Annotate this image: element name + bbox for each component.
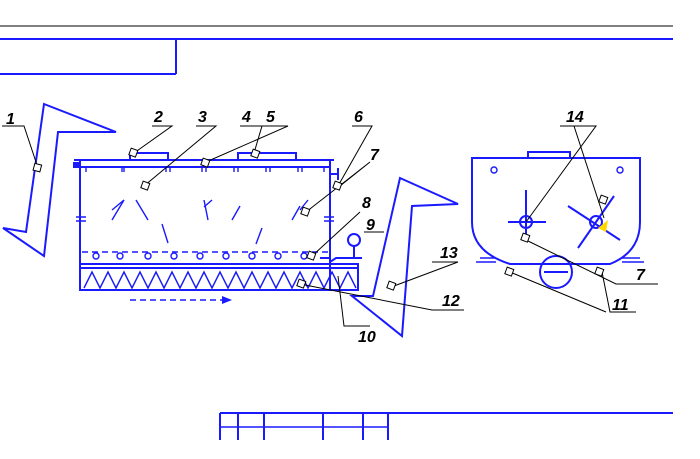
callout-10: 10 bbox=[358, 329, 376, 346]
callout-4: 4 bbox=[241, 109, 251, 126]
callout-labels: 1 2 3 4 5 6 7 8 9 10 12 13 14 7 11 bbox=[6, 109, 646, 346]
leader-lines bbox=[2, 125, 658, 327]
side-section bbox=[471, 151, 644, 289]
callout-7: 7 bbox=[370, 147, 380, 164]
callout-8: 8 bbox=[362, 195, 371, 212]
machine-body bbox=[73, 152, 362, 304]
callout-11: 11 bbox=[612, 297, 629, 314]
callout-1: 1 bbox=[6, 111, 15, 128]
left-elevator bbox=[2, 102, 117, 258]
roller-row bbox=[92, 252, 308, 260]
callout-7-side: 7 bbox=[636, 267, 646, 284]
right-elevator bbox=[349, 176, 459, 338]
callout-12: 12 bbox=[442, 293, 460, 310]
callout-6: 6 bbox=[354, 109, 363, 126]
drawing-frame bbox=[0, 25, 673, 440]
leader-markers bbox=[32, 147, 609, 291]
callout-13: 13 bbox=[440, 245, 458, 262]
callout-2: 2 bbox=[153, 109, 163, 126]
callout-3: 3 bbox=[198, 109, 207, 126]
callout-14: 14 bbox=[566, 109, 584, 126]
callout-5: 5 bbox=[266, 109, 276, 126]
callout-9: 9 bbox=[366, 217, 375, 234]
